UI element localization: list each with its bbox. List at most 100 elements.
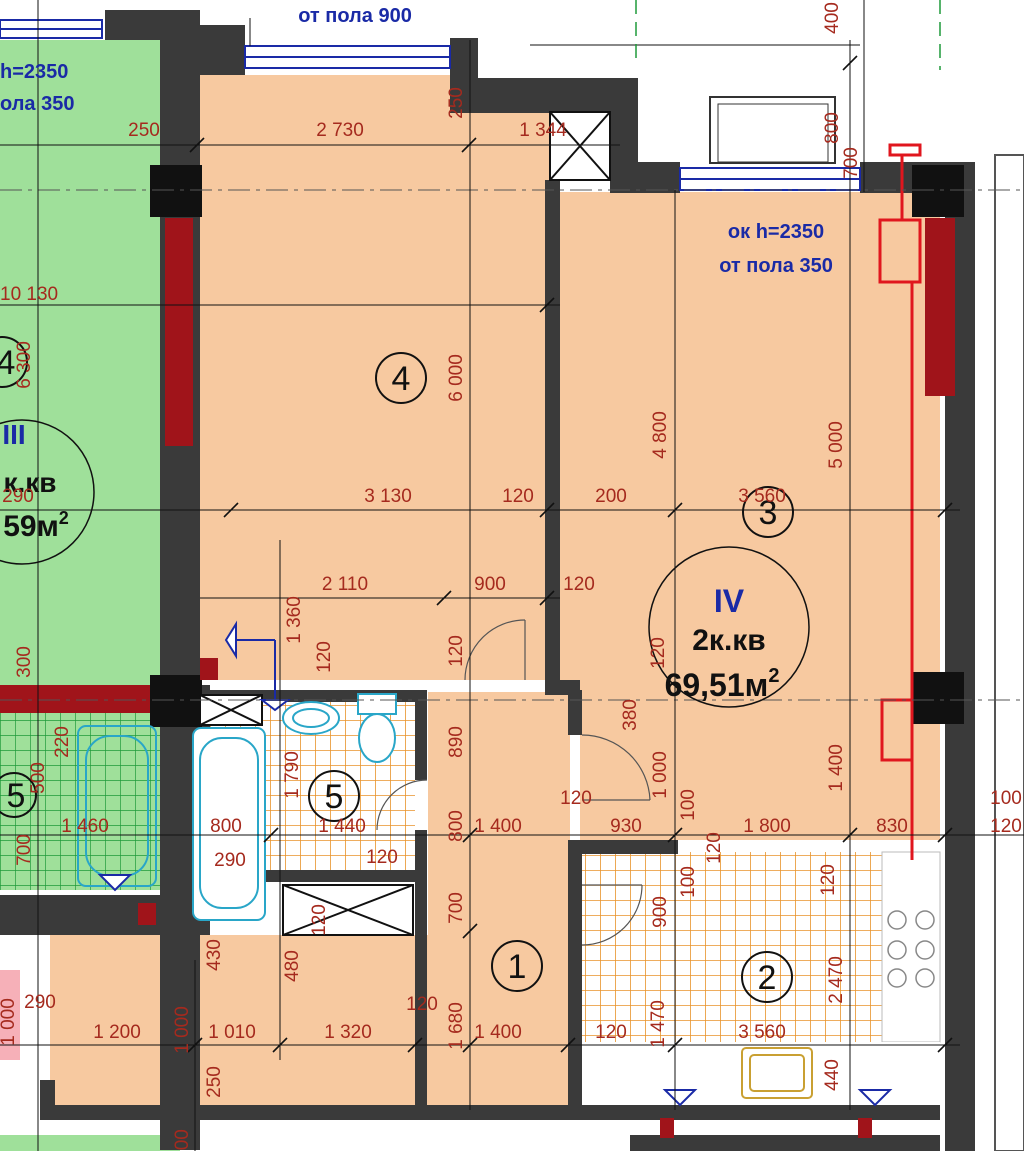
- kitchen-sink: [741, 1047, 813, 1099]
- doors: [376, 619, 651, 946]
- dim-text: 6 300: [14, 341, 35, 389]
- dim-text: 250: [128, 120, 160, 141]
- dim-text: 930: [610, 816, 642, 837]
- neighbor-lower-area: [0, 1135, 180, 1151]
- neighbor-apartment-area-value: 59м: [3, 510, 59, 543]
- right-corridor-wall: [994, 154, 1024, 1151]
- dim-text: 800: [210, 816, 242, 837]
- dim-text: 220: [52, 726, 73, 758]
- dim-text: 1 320: [324, 1022, 372, 1043]
- dim-text: 1 440: [318, 816, 366, 837]
- brick-walls: [0, 218, 955, 1138]
- balcony-frame: [709, 96, 836, 164]
- dim-text: 120: [502, 486, 534, 507]
- neighbor-room-4-number: 4: [0, 344, 15, 382]
- room-labels: 4 3 5 1 2 4 5: [0, 336, 794, 1003]
- dim-text: 1 344: [519, 120, 567, 141]
- apartment-area-sup: 2: [768, 665, 779, 687]
- neighbor-apartment-type: к.кв: [3, 467, 56, 498]
- bathtub: [192, 727, 266, 921]
- room-2-fill: [582, 852, 882, 1042]
- dim-text: 120: [560, 788, 592, 809]
- dim-text: 2 110: [322, 574, 368, 595]
- note-left-sill: ола 350: [0, 93, 74, 115]
- dim-text: 100: [990, 788, 1022, 809]
- neighbor-apartment-label: III к.кв 59м2: [0, 419, 95, 565]
- dim-text: 200: [595, 486, 627, 507]
- dim-text: 120: [704, 832, 725, 864]
- dim-text: 100: [678, 789, 699, 821]
- neighbor-room-4-label: 4: [0, 336, 28, 388]
- electric-riser: [878, 143, 922, 860]
- dim-text: 1 360: [284, 596, 305, 644]
- dim-text: 300: [172, 1129, 193, 1151]
- dim-text: 250: [446, 87, 467, 119]
- dim-text: 1 400: [474, 816, 522, 837]
- dim-text: 700: [446, 892, 467, 924]
- room-1-number: 1: [508, 948, 527, 986]
- dim-text: 300: [14, 646, 35, 678]
- stove: [887, 910, 935, 988]
- dim-text: 1 680: [446, 1002, 467, 1050]
- dim-text: 500: [28, 762, 49, 794]
- dimension-ticks: [187, 55, 953, 1053]
- dim-text: 900: [650, 896, 671, 928]
- dim-text: 1 790: [282, 751, 303, 799]
- corridor-fill: [50, 935, 430, 1107]
- dim-text: 1 800: [743, 816, 791, 837]
- dim-text: 120: [648, 637, 669, 669]
- dim-text: 800: [822, 112, 843, 144]
- room-4-fill: [197, 75, 550, 680]
- dim-text: 1 400: [826, 744, 847, 792]
- dim-text: 120: [406, 994, 438, 1015]
- dim-text: 700: [14, 834, 35, 866]
- dim-text: 120: [366, 847, 398, 868]
- neighbor-bath-area: [0, 700, 160, 890]
- dim-text: 120: [595, 1022, 627, 1043]
- dim-text: 100: [678, 866, 699, 898]
- dim-text: 2 470: [826, 956, 847, 1004]
- note-right-sill: от пола 350: [719, 255, 833, 277]
- room-1-fill: [428, 692, 570, 1107]
- apartment-number: IV: [714, 583, 745, 619]
- apartment-area-value: 69,51м: [665, 667, 769, 703]
- apartment-type: 2к.кв: [692, 624, 766, 657]
- dim-text: 430: [204, 939, 225, 971]
- axis-lines: [0, 189, 1024, 701]
- columns: [150, 165, 964, 727]
- dim-text: 120: [818, 864, 839, 896]
- dim-text: 5 000: [826, 421, 847, 469]
- windows: [0, 19, 861, 191]
- neighbor-room-5-label: 5: [0, 772, 37, 818]
- dim-text: 1 010: [208, 1022, 256, 1043]
- dim-text: 120: [314, 641, 335, 673]
- dim-text: 2 730: [316, 120, 364, 141]
- room-2-number: 2: [758, 959, 777, 997]
- dim-text: 1 000: [172, 1006, 193, 1054]
- room-3-number: 3: [759, 494, 778, 532]
- dim-text: 440: [822, 1059, 843, 1091]
- dim-text: 6 000: [446, 354, 467, 402]
- note-top-center: от пола 900: [298, 5, 412, 27]
- note-left-h: h=2350: [0, 61, 68, 83]
- dim-text: 290: [24, 992, 56, 1013]
- dim-text: 290: [2, 486, 34, 507]
- dim-text: 1 200: [93, 1022, 141, 1043]
- dim-text: 1 000: [0, 998, 19, 1046]
- room-4-number: 4: [392, 360, 411, 398]
- dim-text: 380: [620, 699, 641, 731]
- window-notes: от пола 900 h=2350 ола 350 ок h=2350 от …: [0, 5, 833, 277]
- room-5-label: 5: [308, 770, 360, 822]
- room-4-label: 4: [375, 352, 427, 404]
- dim-text: 700: [841, 147, 862, 179]
- dim-text: 3 560: [738, 1022, 786, 1043]
- balcony-frame-inner: [717, 103, 829, 163]
- dim-text: 120: [446, 635, 467, 667]
- dim-text: 3 130: [364, 486, 412, 507]
- neighbor-room-5-number: 5: [7, 777, 26, 815]
- dim-text: 3 560: [738, 486, 786, 507]
- dim-text: 800: [446, 810, 467, 842]
